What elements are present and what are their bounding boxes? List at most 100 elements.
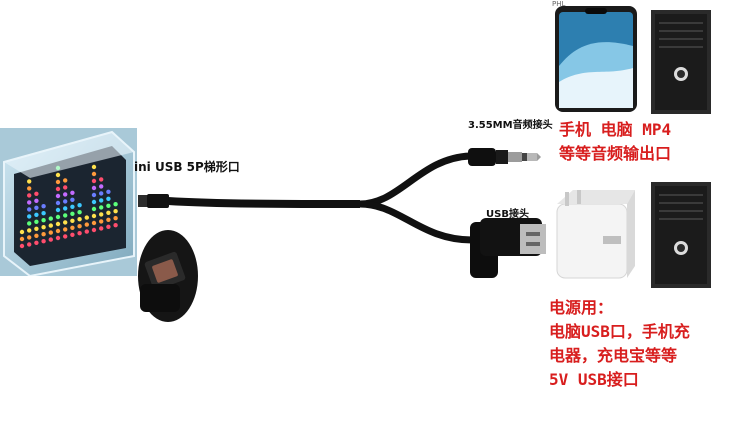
audio-jack-label: 3.55MM音频接头 — [468, 120, 553, 131]
led-dot — [99, 205, 104, 210]
power-sources-line: 5V USB接口 — [549, 370, 639, 389]
led-dot — [99, 191, 104, 196]
led-dot — [91, 213, 97, 219]
led-dot — [70, 225, 75, 230]
led-dot — [62, 220, 68, 225]
led-dot — [48, 223, 53, 228]
led-dot — [34, 240, 39, 245]
led-dot — [27, 186, 32, 191]
led-dot — [41, 225, 46, 230]
mini-usb-plug-closeup-image — [134, 222, 204, 326]
led-dot — [99, 198, 104, 203]
led-dot — [99, 226, 104, 231]
led-dot — [27, 207, 32, 212]
led-dot — [77, 210, 82, 215]
led-dot — [113, 202, 118, 207]
led-dot — [106, 203, 111, 208]
led-spectrum-display-image — [0, 128, 137, 278]
led-dot — [55, 179, 61, 185]
audio-sources-note: 手机 电脑 MP4 等等音频输出口 — [559, 118, 671, 166]
led-dot — [106, 189, 111, 194]
led-dot — [62, 178, 68, 183]
led-dot — [77, 203, 82, 208]
led-dot — [27, 193, 32, 198]
usb-a-plug — [470, 218, 546, 278]
usb-power-adapter-image — [547, 186, 635, 282]
led-dot — [77, 231, 82, 236]
led-dot — [99, 184, 104, 189]
led-dot — [41, 239, 46, 244]
led-dot — [55, 186, 61, 192]
audio-sources-line: 手机 电脑 MP4 — [559, 120, 672, 139]
led-dot — [62, 192, 68, 197]
led-dot — [91, 220, 97, 226]
led-dot — [27, 221, 32, 226]
led-dot — [55, 214, 61, 220]
led-dot — [55, 221, 61, 227]
led-dot — [91, 164, 97, 170]
led-dot — [106, 217, 111, 222]
led-dot — [41, 211, 46, 216]
led-dot — [34, 226, 39, 231]
power-sources-line: 电源用： — [549, 298, 614, 317]
led-dot — [91, 227, 97, 233]
led-dot — [84, 222, 90, 227]
led-dot — [91, 178, 97, 184]
led-dot — [99, 219, 104, 224]
led-dot — [48, 216, 53, 221]
led-dot — [55, 228, 61, 234]
led-dot — [55, 235, 61, 241]
mini-usb-label: ini USB 5P梯形口 — [134, 160, 240, 174]
led-dot — [19, 243, 25, 249]
led-dot — [70, 204, 75, 209]
led-dot — [55, 207, 61, 213]
led-dot — [41, 218, 46, 223]
led-dot — [106, 210, 111, 215]
led-dot — [91, 192, 97, 198]
led-dot — [91, 199, 97, 205]
led-dot — [62, 185, 68, 190]
led-dot — [113, 216, 118, 221]
desktop-computer-image-top — [651, 10, 711, 114]
led-dot — [77, 224, 82, 229]
led-dot — [34, 191, 39, 196]
desktop-computer-image-bottom — [651, 182, 711, 288]
led-dot — [41, 232, 46, 237]
led-dot — [70, 218, 75, 223]
led-dot — [55, 193, 61, 199]
power-sources-line: 电脑USB口，手机充 — [549, 322, 690, 341]
led-dot — [41, 204, 46, 209]
power-sources-note: 电源用： 电脑USB口，手机充 电器，充电宝等等 5V USB接口 — [549, 296, 690, 392]
led-dot — [62, 213, 68, 218]
led-dot — [77, 217, 82, 222]
led-dot — [99, 177, 104, 182]
led-dot — [34, 198, 39, 203]
led-dot — [62, 227, 68, 232]
led-dot — [99, 212, 104, 217]
led-dot — [27, 228, 32, 233]
led-dot — [70, 211, 75, 216]
led-dot — [55, 200, 61, 206]
led-dot — [70, 197, 75, 202]
smartphone-image — [555, 6, 637, 112]
led-dot — [27, 242, 32, 247]
led-dot — [62, 199, 68, 204]
led-dot — [91, 185, 97, 191]
led-dot — [62, 206, 68, 211]
led-dot — [113, 223, 118, 228]
led-dot — [27, 235, 32, 240]
led-dot — [48, 237, 53, 242]
audio-jack-plug — [468, 148, 541, 166]
led-dot — [106, 196, 111, 201]
led-dot — [106, 224, 111, 229]
usb-plug-label: USB接头 — [486, 209, 529, 220]
led-dot — [84, 229, 90, 234]
led-dot — [84, 215, 90, 220]
audio-sources-line: 等等音频输出口 — [559, 144, 672, 163]
led-dot — [70, 190, 75, 195]
led-dot — [91, 171, 97, 177]
phone-brand-tag: PHL — [552, 0, 566, 8]
led-dot — [19, 236, 25, 242]
led-dot — [34, 205, 39, 210]
